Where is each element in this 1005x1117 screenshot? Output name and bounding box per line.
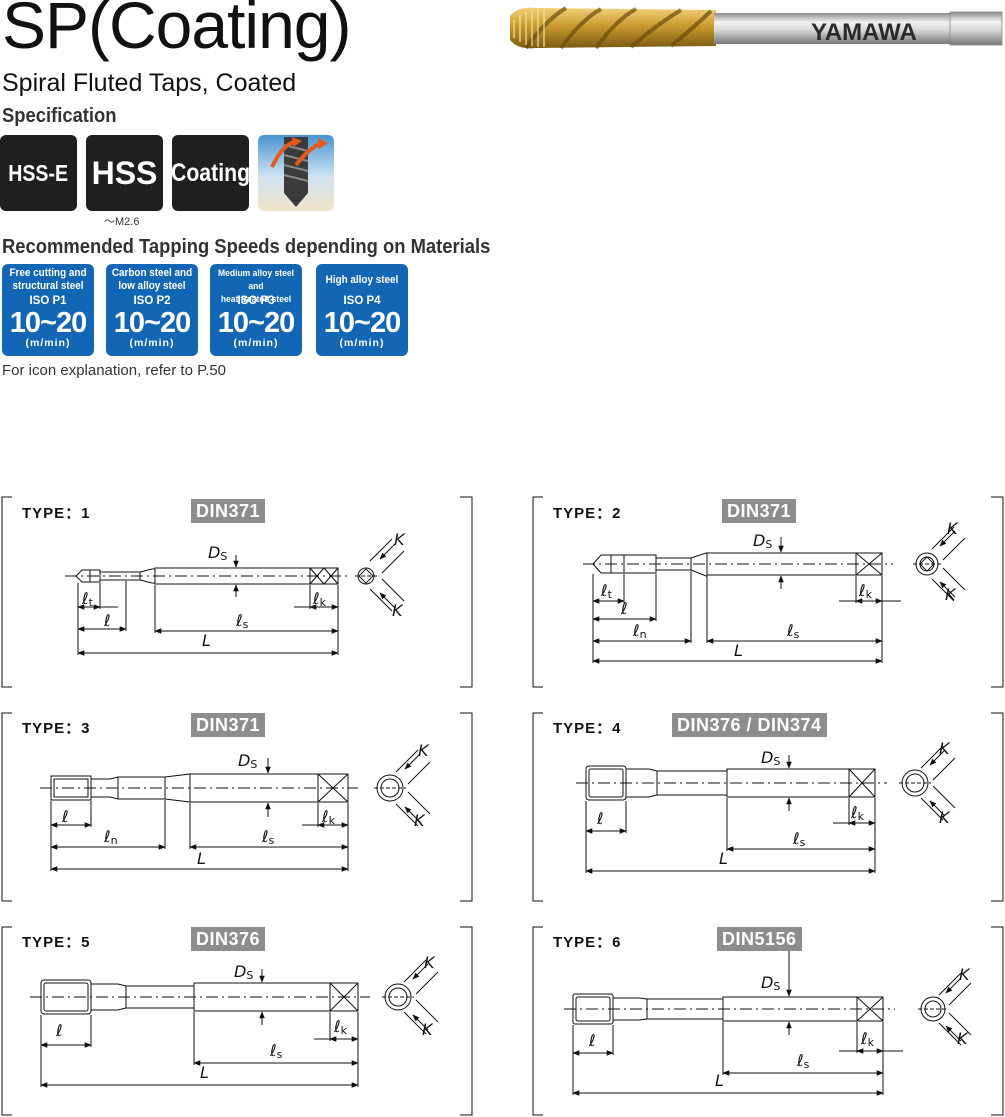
dim-l: ℓ bbox=[597, 809, 604, 828]
dim-k-lower: K bbox=[392, 601, 403, 620]
type-4-label: TYPE：4 bbox=[553, 720, 622, 737]
dim-k-upper: K bbox=[418, 741, 429, 760]
dim-lk: ℓk bbox=[334, 1017, 347, 1037]
dim-overall-l: L bbox=[202, 631, 211, 650]
dim-ds: DS bbox=[238, 751, 258, 771]
dim-overall-l: L bbox=[734, 641, 743, 660]
speed-unit: (m/min) bbox=[233, 337, 279, 349]
dim-ls: ℓs bbox=[270, 1041, 283, 1061]
type-1-label: TYPE：1 bbox=[22, 505, 91, 522]
type-5-label: TYPE：5 bbox=[22, 934, 91, 951]
type-6-label: TYPE：6 bbox=[553, 934, 622, 951]
dim-lk: ℓk bbox=[851, 803, 864, 823]
dim-ls: ℓs bbox=[262, 827, 275, 847]
dim-ds: DS bbox=[234, 962, 254, 982]
dim-k-upper: K bbox=[939, 739, 950, 758]
dim-ln: ℓn bbox=[633, 621, 647, 641]
dim-k-upper: K bbox=[947, 519, 958, 538]
speed-value: 10~20 bbox=[9, 307, 87, 339]
dim-ds: DS bbox=[761, 748, 781, 768]
speed-value: 10~20 bbox=[323, 307, 401, 339]
dim-ls: ℓs bbox=[236, 611, 249, 631]
type-6-panel: TYPE：6 DIN5156 DS K K ℓ ℓs ℓk L bbox=[531, 926, 1005, 1117]
coating-badge-icon: Coating bbox=[171, 135, 250, 211]
type-4-panel: TYPE：4 DIN376 / DIN374 DS K K ℓ ℓs ℓk L bbox=[531, 712, 1005, 903]
type-1-panel: TYPE：1 DIN371 DS K K ℓt ℓ ℓs ℓk L bbox=[0, 496, 474, 689]
type-1-din-badge: DIN371 bbox=[191, 499, 266, 523]
type-3-label: TYPE：3 bbox=[22, 720, 91, 737]
type-2-label: TYPE：2 bbox=[553, 505, 622, 522]
dim-ls: ℓs bbox=[797, 1051, 810, 1071]
iso-class: ISO P4 bbox=[343, 295, 381, 307]
type-4-din-badge: DIN376 / DIN374 bbox=[672, 713, 827, 737]
page-title: SP(Coating) bbox=[2, 0, 351, 62]
speed-value: 10~20 bbox=[113, 307, 191, 339]
product-photo: YAMAWA bbox=[506, 0, 1005, 63]
dim-l: ℓ bbox=[589, 1031, 596, 1050]
dim-lk: ℓk bbox=[322, 807, 335, 827]
speed-value: 10~20 bbox=[217, 307, 295, 339]
type-3-din-badge: DIN371 bbox=[191, 713, 266, 737]
type-5-panel: TYPE：5 DIN376 DS K K ℓ ℓs ℓk L bbox=[0, 926, 474, 1117]
dim-overall-l: L bbox=[715, 1071, 724, 1090]
type-2-din-badge: DIN371 bbox=[722, 499, 797, 523]
dim-l: ℓ bbox=[62, 807, 69, 826]
hss-size-note: ～M2.6 bbox=[104, 216, 140, 228]
type-1-drawing bbox=[1, 496, 473, 688]
dim-k-upper: K bbox=[424, 953, 435, 972]
speeds-heading: Recommended Tapping Speeds depending on … bbox=[2, 236, 491, 258]
dim-overall-l: L bbox=[197, 849, 206, 868]
dim-ds: DS bbox=[753, 531, 773, 551]
hss-badge-icon: HSS bbox=[86, 135, 163, 211]
dim-ds: DS bbox=[208, 543, 228, 563]
iso-class: ISO P2 bbox=[133, 295, 171, 307]
type-2-drawing bbox=[532, 496, 1004, 688]
dim-k-upper: K bbox=[959, 965, 970, 984]
dim-k-lower: K bbox=[422, 1020, 433, 1039]
icon-explanation-note: For icon explanation, refer to P.50 bbox=[2, 362, 227, 379]
type-3-panel: TYPE：3 DIN371 DS K K ℓ ℓn ℓs ℓk L bbox=[0, 712, 474, 903]
iso-class: ISO P1 bbox=[29, 295, 67, 307]
specification-heading: Specification bbox=[2, 105, 117, 127]
dim-ln: ℓn bbox=[104, 827, 118, 847]
dim-k-lower: K bbox=[957, 1029, 968, 1048]
dim-k-lower: K bbox=[414, 811, 425, 830]
dim-l: ℓ bbox=[621, 599, 628, 618]
dim-lt: ℓt bbox=[601, 581, 612, 601]
type-4-drawing bbox=[532, 712, 1004, 902]
dim-ls: ℓs bbox=[787, 621, 800, 641]
spiral-flute-thread-icon bbox=[258, 135, 334, 211]
dim-l: ℓ bbox=[104, 611, 111, 630]
hss-e-badge-icon: HSS-E bbox=[0, 135, 77, 211]
type-5-drawing bbox=[1, 926, 473, 1116]
product-brand-engraving: YAMAWA bbox=[811, 19, 917, 46]
iso-class: ISO P3 bbox=[237, 295, 275, 307]
speed-unit: (m/min) bbox=[25, 337, 71, 349]
speed-unit: (m/min) bbox=[339, 337, 385, 349]
dim-overall-l: L bbox=[200, 1063, 209, 1082]
type-6-drawing bbox=[532, 926, 1004, 1116]
speed-unit: (m/min) bbox=[129, 337, 175, 349]
dim-k-lower: K bbox=[945, 585, 956, 604]
dim-lt: ℓt bbox=[82, 589, 93, 609]
type-2-panel: TYPE：2 DIN371 DS K K ℓt ℓ ℓn ℓs ℓk L bbox=[531, 496, 1005, 689]
dim-l: ℓ bbox=[56, 1021, 63, 1040]
page-subtitle: Spiral Fluted Taps, Coated bbox=[2, 69, 297, 97]
dim-overall-l: L bbox=[719, 849, 728, 868]
dim-lk: ℓk bbox=[859, 581, 872, 601]
dim-k-upper: K bbox=[394, 530, 405, 549]
type-3-drawing bbox=[1, 712, 473, 902]
dim-lk: ℓk bbox=[861, 1029, 874, 1049]
type-6-din-badge: DIN5156 bbox=[717, 927, 802, 951]
dim-k-lower: K bbox=[939, 808, 950, 827]
dim-ds: DS bbox=[761, 973, 781, 993]
speed-card-iso-p4: High alloy steel ISO P4 10~20 (m/min) bbox=[316, 264, 408, 356]
dim-ls: ℓs bbox=[793, 829, 806, 849]
type-5-din-badge: DIN376 bbox=[191, 927, 266, 951]
dim-lk: ℓk bbox=[313, 589, 326, 609]
